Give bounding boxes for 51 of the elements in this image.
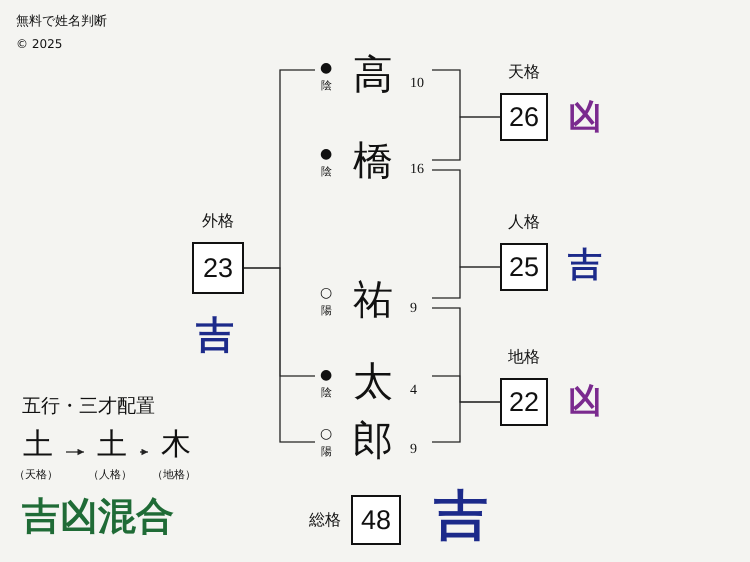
page-title: 無料で姓名判断 (16, 13, 107, 30)
name-kanji: 郎 (353, 421, 393, 461)
stroke-count: 9 (410, 302, 417, 316)
grid-heading: 人格 (508, 214, 540, 230)
stroke-count: 9 (410, 443, 417, 457)
overall-fortune: 吉凶混合 (22, 497, 174, 535)
grid-caption: （天格） (14, 469, 58, 480)
element-kanji: 木 (160, 430, 192, 460)
bracket-line (432, 116, 500, 161)
bracket-line (432, 266, 500, 299)
grid-caption: （人格） (88, 469, 132, 480)
name-kanji: 太 (353, 362, 393, 402)
yin-yang-mark: ● (320, 368, 332, 382)
element-kanji: 土 (96, 430, 128, 460)
score-box: 22 (500, 378, 548, 426)
yin-yang-mark: ● (320, 147, 332, 161)
grid-caption: （地格） (152, 469, 196, 480)
yin-yang-label: 陰 (321, 80, 332, 91)
yin-yang-label: 陽 (321, 446, 332, 457)
fortune-mark: 凶 (568, 100, 602, 134)
score-box: 25 (500, 243, 548, 291)
grid-heading: 地格 (508, 349, 540, 365)
yin-yang-mark: ● (320, 61, 332, 75)
fortune-mark: 吉 (434, 488, 488, 542)
name-kanji: 祐 (353, 280, 393, 320)
stroke-count: 10 (410, 77, 424, 91)
yin-yang-mark: ○ (320, 427, 332, 441)
fortune-mark: 吉 (196, 316, 234, 354)
stroke-count: 4 (410, 384, 417, 398)
score-box: 23 (192, 242, 244, 294)
yin-yang-label: 陰 (321, 166, 332, 177)
element-kanji: 土 (22, 430, 54, 460)
yin-yang-label: 陽 (321, 305, 332, 316)
copyright-text: © 2025 (16, 37, 62, 51)
fortune-mark: 凶 (568, 384, 602, 418)
name-kanji: 高 (353, 55, 393, 95)
arrow (66, 448, 84, 456)
fortune-mark: 吉 (568, 248, 602, 282)
grid-heading: 天格 (508, 64, 540, 80)
yin-yang-mark: ○ (320, 286, 332, 300)
score-box: 26 (500, 93, 548, 141)
grid-heading: 外格 (202, 213, 234, 229)
yin-yang-label: 陰 (321, 387, 332, 398)
bracket-line (432, 401, 500, 443)
arrow (140, 448, 148, 456)
stroke-count: 16 (410, 163, 424, 177)
bracket-line (244, 267, 315, 443)
grid-heading: 総格 (309, 512, 341, 528)
section-heading: 五行・三才配置 (22, 394, 155, 419)
name-kanji: 橋 (353, 141, 393, 181)
score-box: 48 (351, 495, 401, 545)
